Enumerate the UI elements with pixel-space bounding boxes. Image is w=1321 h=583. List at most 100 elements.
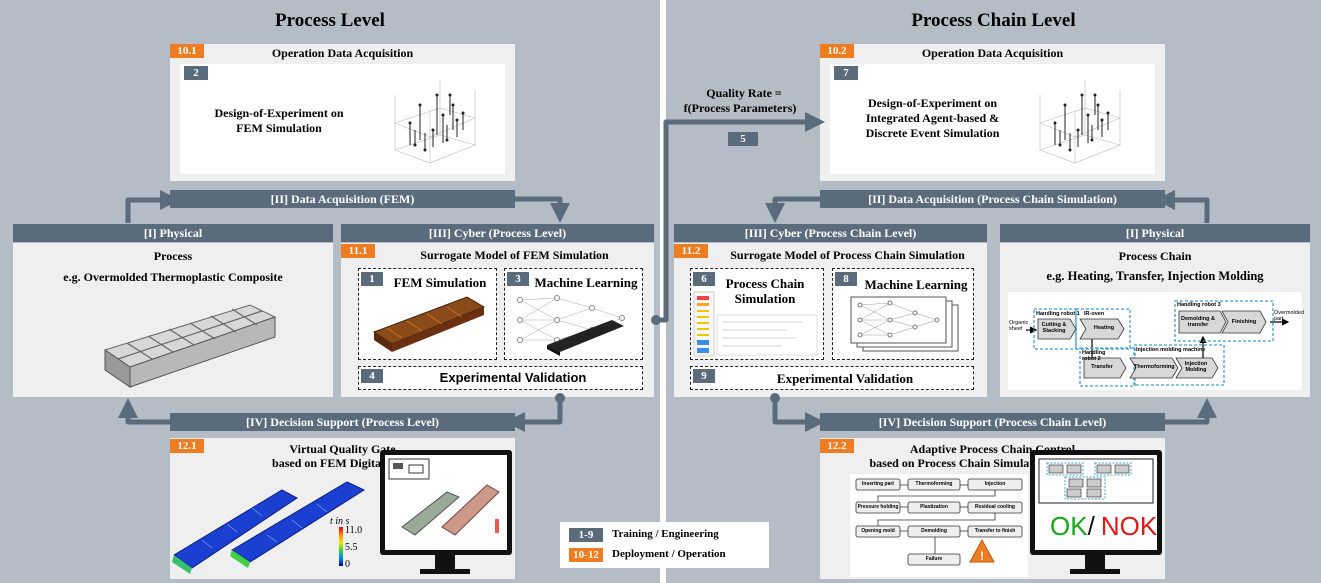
legend-badge-training: 1-9 — [569, 528, 603, 542]
process-chain-arrows — [1026, 300, 1290, 387]
chain-output-label: Overmolded part — [1274, 310, 1304, 322]
chain-input-label: Organic sheet — [1009, 320, 1029, 332]
flow-node-injection: Injection — [984, 481, 1006, 487]
simulation-screenshot — [693, 291, 818, 357]
flow-node-failure: Failure — [925, 556, 943, 562]
doe-scatter-plot-right — [1039, 80, 1121, 164]
flow-node-transfer-to-finish: Transfer to finish — [974, 528, 1016, 534]
svg-text:!: ! — [980, 549, 984, 563]
badge-12-2: 12.2 — [820, 439, 854, 453]
step-6: 6 — [693, 272, 715, 286]
monitor-base-left — [420, 569, 470, 574]
badge-10-1: 10.1 — [170, 44, 204, 58]
overmolded-part-image — [103, 304, 277, 388]
quality-gate-title: Virtual Quality Gate — [289, 442, 396, 456]
quality-rate-label: Quality Rate = — [706, 86, 782, 100]
monitor-stand-left — [435, 555, 455, 570]
surrogate-chain-title: Surrogate Model of Process Chain Simulat… — [730, 248, 965, 262]
ok-text: OK — [1050, 511, 1088, 541]
badge-11-2: 11.2 — [674, 244, 708, 258]
handling-robot-2-label: Handling robot 2 — [1082, 350, 1106, 362]
process-chain-simulation-label: Process Chain Simulation — [725, 276, 805, 306]
quality-gate-subtitle: based on FEM Digital Twin — [272, 456, 413, 470]
step-4: 4 — [361, 369, 383, 383]
legend-label-training: Training / Engineering — [612, 528, 719, 540]
injection-molding-machine-label: Injection molding machine — [1136, 347, 1206, 353]
experimental-validation-box-right — [690, 366, 974, 390]
step-7: 7 — [834, 66, 858, 80]
step-8: 8 — [835, 272, 857, 286]
process-subtitle: e.g. Overmolded Thermoplastic Composite — [63, 270, 283, 284]
scale-title: t in s — [330, 516, 350, 527]
doe-scatter-plot-left — [394, 80, 476, 164]
step-heating: Heating — [1093, 325, 1115, 331]
flow-node-pressure-holding: Pressure holding — [857, 504, 899, 510]
ir-oven-label: IR-oven — [1084, 311, 1105, 317]
process-chain-title: Process Chain — [1118, 249, 1192, 263]
status-ok: OK/NOK — [1050, 511, 1157, 542]
flow-node-thermoforming: Thermoforming — [915, 481, 953, 487]
doe-fem-text: Design-of-Experiment on FEM Simulation — [214, 106, 344, 135]
step-injection-molding: Injection Molding — [1184, 361, 1208, 373]
step-finishing: Finishing — [1231, 319, 1257, 325]
process-level-title: Process Level — [275, 10, 385, 31]
scale-max: 11.0 — [345, 525, 363, 536]
badge-10-2: 10.2 — [820, 44, 854, 58]
control-flowchart-lines: ! — [855, 478, 1023, 566]
badge-12-1: 12.1 — [170, 439, 204, 453]
nok-text: NOK — [1100, 511, 1158, 541]
process-chain-subtitle: e.g. Heating, Transfer, Injection Moldin… — [1046, 269, 1264, 283]
physical-bar-left: [I] Physical — [13, 224, 333, 242]
step-demolding-transfer: Demolding & transfer — [1181, 316, 1215, 328]
experimental-validation-box-left — [358, 366, 643, 390]
flow-node-residual-cooling: Residual cooling — [974, 504, 1015, 510]
legend-badge-deployment: 10-12 — [569, 548, 603, 562]
step-1: 1 — [361, 272, 383, 286]
monitor-stand-right — [1085, 555, 1105, 570]
scale-mid: 5.5 — [345, 542, 358, 553]
process-chain-level-title: Process Chain Level — [911, 10, 1076, 31]
experimental-validation-label-left: Experimental Validation — [439, 370, 587, 385]
fem-simulation-label: FEM Simulation — [393, 275, 487, 290]
fem-simulation-image — [372, 296, 486, 352]
doe-integrated-text: Design-of-Experiment on Integrated Agent… — [865, 96, 1000, 140]
step-2: 2 — [184, 66, 208, 80]
handling-robot-3-label: Handling robot 3 — [1177, 302, 1221, 308]
machine-learning-label-right: Machine Learning — [864, 277, 968, 292]
flow-node-plastization: Plastization — [920, 504, 948, 510]
flow-node-demolding: Demolding — [921, 528, 947, 534]
oda-title-left: Operation Data Acquisition — [271, 46, 414, 60]
badge-11-1: 11.1 — [341, 244, 375, 258]
step-3: 3 — [507, 272, 529, 286]
decision-support-process-level-bar: [IV] Decision Support (Process Level) — [170, 413, 515, 431]
process-title: Process — [153, 249, 193, 263]
data-acquisition-process-chain-bar: [II] Data Acquisition (Process Chain Sim… — [820, 190, 1165, 208]
quality-rate-formula: f(Process Parameters) — [683, 101, 797, 115]
scale-min: 0 — [345, 559, 350, 570]
machine-learning-label-left: Machine Learning — [534, 275, 638, 290]
step-5: 5 — [728, 132, 758, 146]
oda-title-right: Operation Data Acquisition — [921, 46, 1064, 60]
physical-bar-right: [I] Physical — [1000, 224, 1310, 242]
neural-network-stack-image — [850, 296, 959, 352]
fem-digital-twin-image — [172, 481, 366, 574]
step-transfer: Transfer — [1091, 364, 1113, 370]
color-scale — [339, 527, 343, 566]
flow-node-opening-mold: Opening mold — [861, 528, 895, 534]
step-thermoforming: Thermoforming — [1134, 364, 1175, 370]
monitor-chain-diagram — [1038, 458, 1154, 504]
oda-content-right — [830, 64, 1155, 174]
status-slash: / — [1087, 511, 1095, 541]
cyber-process-chain-level-bar: [III] Cyber (Process Chain Level) — [674, 224, 987, 242]
surrogate-fem-title: Surrogate Model of FEM Simulation — [420, 248, 609, 262]
data-acquisition-fem-bar: [II] Data Acquisition (FEM) — [170, 190, 515, 208]
step-cutting-stacking: Cutting & Stacking — [1041, 322, 1067, 334]
step-9: 9 — [693, 369, 715, 383]
neural-network-image-left — [517, 295, 625, 356]
decision-support-process-chain-level-bar: [IV] Decision Support (Process Chain Lev… — [820, 413, 1165, 431]
handling-robot-1-label: Handling robot 1 — [1036, 311, 1080, 317]
oda-content-left — [180, 64, 505, 174]
cyber-process-level-bar: [III] Cyber (Process Level) — [341, 224, 654, 242]
monitor-base-right — [1070, 569, 1120, 574]
